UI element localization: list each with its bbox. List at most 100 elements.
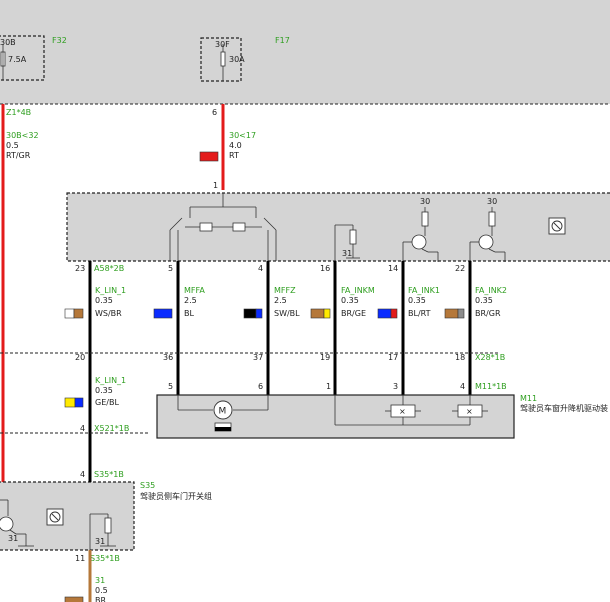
relay-group xyxy=(169,193,277,261)
left-wire-color: RT/GR xyxy=(6,151,31,160)
fuse-f17-rating: 30A xyxy=(229,55,245,64)
upper-pin-23: 23 xyxy=(75,264,85,273)
module-ground: 31 xyxy=(334,224,360,261)
svg-text:MFFA: MFFA xyxy=(184,286,205,295)
upper-pin-22: 22 xyxy=(455,264,465,273)
ground-wire-code: 31 xyxy=(95,576,105,585)
wire-label-fa-ink1: FA_INK1 0.35 BL/RT xyxy=(377,286,440,319)
m11-id: M11 xyxy=(520,394,537,403)
pin-6: 6 xyxy=(212,108,217,117)
wire-label-mffa: MFFA 2.5 BL xyxy=(153,286,205,319)
hall-element-1: × xyxy=(334,395,470,426)
connector-m11: M11*1B xyxy=(475,382,507,391)
m11-pin-5: 5 xyxy=(168,382,173,391)
svg-text:0.35: 0.35 xyxy=(341,296,359,305)
svg-text:BR/GR: BR/GR xyxy=(475,309,501,318)
connector-z1: Z1*4B xyxy=(6,108,31,117)
svg-text:WS/BR: WS/BR xyxy=(95,309,122,318)
s35-ecu-icon xyxy=(46,508,64,526)
fuse-f17-id: F17 xyxy=(275,36,290,45)
wire-label-k-lin: K_LIN_1 0.35 WS/BR xyxy=(64,286,126,319)
fuse-f17-pin: 30F xyxy=(215,40,230,49)
right-wire-color: RT xyxy=(229,151,239,160)
mid-pin-17: 17 xyxy=(388,353,398,362)
fuse-f32-rating: 7.5A xyxy=(8,55,27,64)
wire-label-k-lin-lower: K_LIN_1 0.35 GE/BL xyxy=(64,376,126,408)
upper-pin-5: 5 xyxy=(168,264,173,273)
svg-text:BL: BL xyxy=(184,309,194,318)
svg-text:×: × xyxy=(466,407,473,416)
svg-text:0.35: 0.35 xyxy=(475,296,493,305)
window-switch-module xyxy=(66,192,610,262)
upper-pin-16: 16 xyxy=(320,264,330,273)
s35-top-connector: S35*1B xyxy=(94,470,124,479)
svg-text:0.35: 0.35 xyxy=(408,296,426,305)
left-wire-size: 0.5 xyxy=(6,141,19,150)
m11-pin-3: 3 xyxy=(393,382,398,391)
svg-text:2.5: 2.5 xyxy=(184,296,197,305)
connector-x521: X521*1B xyxy=(94,424,129,433)
s35-pin-31b: 31 xyxy=(95,537,105,546)
ecu-symbol-icon xyxy=(548,217,566,235)
connector-x28: X28*1B xyxy=(475,353,505,362)
s35-desc: 驾驶员侧车门开关组 xyxy=(140,491,212,501)
svg-text:FA_INK1: FA_INK1 xyxy=(408,286,440,295)
fuse-f32: 30B 7.5A F32 xyxy=(0,35,67,81)
ground-wire-swatch xyxy=(64,596,84,602)
svg-text:GE/BL: GE/BL xyxy=(95,398,119,407)
fuse-f32-id: F32 xyxy=(52,36,67,45)
connector-a58: A58*2B xyxy=(94,264,124,273)
harness-wires xyxy=(88,261,472,480)
m11-pin-6: 6 xyxy=(258,382,263,391)
mid-pin-18: 18 xyxy=(455,353,465,362)
s35-id: S35 xyxy=(140,481,155,490)
sensor1-pin-30: 30 xyxy=(420,197,430,206)
svg-text:2.5: 2.5 xyxy=(274,296,287,305)
svg-text:K_LIN_1: K_LIN_1 xyxy=(95,376,126,385)
wire-label-fa-ink2: FA_INK2 0.35 BR/GR xyxy=(444,286,507,319)
svg-text:BR/GE: BR/GE xyxy=(341,309,366,318)
s35-sensor: 31 xyxy=(0,499,34,547)
wire-label-mffz: MFFZ 2.5 SW/BL xyxy=(243,286,300,319)
wire-label-fa-inkm: FA_INKM 0.35 BR/GE xyxy=(310,286,375,319)
s35-bottom-pin: 11 xyxy=(75,554,85,563)
svg-text:FA_INKM: FA_INKM xyxy=(341,286,375,295)
ground-wire-size: 0.5 xyxy=(95,586,108,595)
svg-text:SW/BL: SW/BL xyxy=(274,309,300,318)
pin-1: 1 xyxy=(213,181,218,190)
x521-pin: 4 xyxy=(80,424,85,433)
s35-pin-31a: 31 xyxy=(8,534,18,543)
right-wire-size: 4.0 xyxy=(229,141,242,150)
svg-text:BL/RT: BL/RT xyxy=(408,309,431,318)
hall-element-2: × xyxy=(452,395,488,425)
hall-sensor-1: 30 xyxy=(402,197,439,262)
mid-pin-20: 20 xyxy=(75,353,85,362)
m11-pin-1: 1 xyxy=(326,382,331,391)
right-wire-swatch xyxy=(199,151,219,162)
hall-sensor-2: 30 xyxy=(469,197,506,262)
fuse-box-band xyxy=(0,0,610,104)
s35-top-pin: 4 xyxy=(80,470,85,479)
module-ground-pin: 31 xyxy=(342,249,352,258)
s35-bottom-connector: S35*1B xyxy=(90,554,120,563)
svg-text:0.35: 0.35 xyxy=(95,386,113,395)
upper-pin-14: 14 xyxy=(388,264,398,273)
svg-text:MFFZ: MFFZ xyxy=(274,286,296,295)
svg-text:FA_INK2: FA_INK2 xyxy=(475,286,507,295)
svg-text:×: × xyxy=(399,407,406,416)
mid-pin-19: 19 xyxy=(320,353,330,362)
svg-text:M: M xyxy=(219,407,227,417)
m11-desc: 驾驶员车窗升降机驱动装 xyxy=(520,403,608,413)
ground-wire-color: BR xyxy=(95,596,106,602)
upper-pin-4: 4 xyxy=(258,264,263,273)
svg-text:0.35: 0.35 xyxy=(95,296,113,305)
svg-text:K_LIN_1: K_LIN_1 xyxy=(95,286,126,295)
sensor2-pin-30: 30 xyxy=(487,197,497,206)
fuse-f32-pin: 30B xyxy=(0,38,16,47)
right-wire-code: 30<17 xyxy=(229,131,256,140)
left-wire-code: 30B<32 xyxy=(6,131,39,140)
fuse-f17: 30F 30A F17 xyxy=(200,36,290,82)
mid-pin-37: 37 xyxy=(253,353,263,362)
mid-pin-36: 36 xyxy=(163,353,173,362)
